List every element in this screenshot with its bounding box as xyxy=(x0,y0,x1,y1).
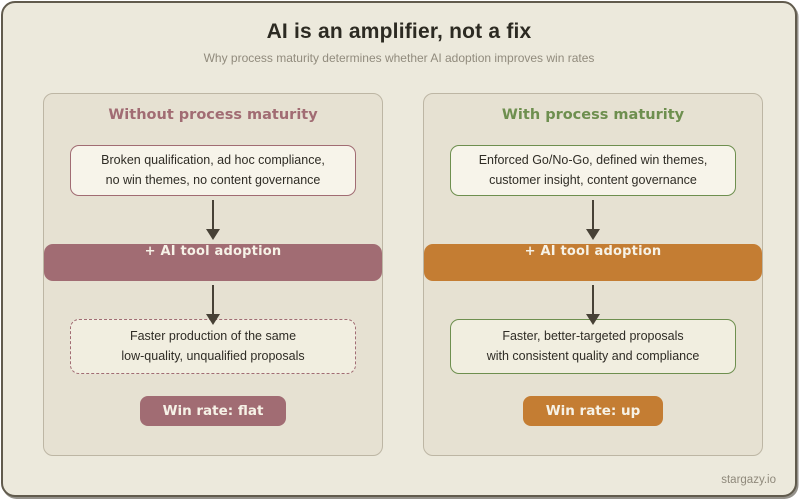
down-arrow-icon xyxy=(212,199,214,229)
outcome-line: Faster, better-targeted proposals xyxy=(502,328,684,343)
outcome-line: low-quality, unqualified proposals xyxy=(121,349,305,363)
ai-tool-adoption-pill: + AI tool adoption xyxy=(424,243,762,281)
input-state-box: Broken qualification, ad hoc compliance,… xyxy=(70,145,356,196)
panel-with-process-maturity: With process maturity Enforced Go/No-Go,… xyxy=(423,93,763,456)
page-subtitle: Why process maturity determines whether … xyxy=(203,51,595,65)
input-state-line: Enforced Go/No-Go, defined win themes, xyxy=(478,153,708,167)
input-state-box: Enforced Go/No-Go, defined win themes, c… xyxy=(450,145,736,196)
panel-heading: Without process maturity xyxy=(108,107,318,123)
panel-without-process-maturity: Without process maturity Broken qualific… xyxy=(43,93,383,456)
page-title: AI is an amplifier, not a fix xyxy=(266,20,532,43)
outcome-line: with consistent quality and compliance xyxy=(486,349,700,363)
outcome-line: Faster production of the same xyxy=(129,328,297,343)
ai-tool-adoption-pill: + AI tool adoption xyxy=(44,243,382,281)
input-state-line: customer insight, content governance xyxy=(489,173,697,188)
win-rate-badge: Win rate: up xyxy=(522,395,664,426)
input-state-line: no win themes, no content governance xyxy=(105,173,321,188)
brand-watermark: stargazy.io xyxy=(721,474,776,486)
down-arrow-icon xyxy=(592,199,594,229)
panel-heading: With process maturity xyxy=(501,107,685,123)
down-arrow-icon xyxy=(592,284,594,314)
down-arrow-icon xyxy=(212,284,214,314)
win-rate-badge: Win rate: flat xyxy=(139,395,287,426)
header: AI is an amplifier, not a fix Why proces… xyxy=(3,3,795,65)
comparison-columns: Without process maturity Broken qualific… xyxy=(43,93,763,456)
input-state-line: Broken qualification, ad hoc compliance, xyxy=(101,153,325,167)
